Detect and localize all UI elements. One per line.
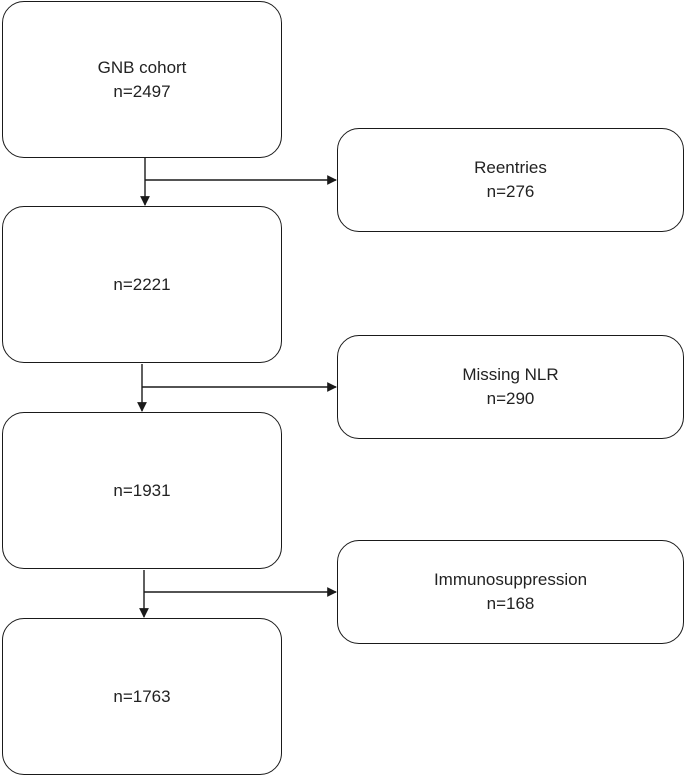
cohort-box-after-missing-nlr: n=1931 <box>2 412 282 569</box>
exclusion-box-label: Reentries <box>474 158 547 177</box>
exclusion-box-count: n=168 <box>486 594 535 613</box>
cohort-box-count: n=1931 <box>113 480 171 500</box>
exclusion-box-count: n=276 <box>486 182 535 201</box>
cohort-box-final: n=1763 <box>2 618 282 775</box>
cohort-box-after-reentries: n=2221 <box>2 206 282 363</box>
cohort-box-gnb: GNB cohort n=2497 <box>2 1 282 158</box>
exclusion-box-immunosuppression: Immunosuppression n=168 <box>337 540 684 644</box>
exclusion-box-count: n=290 <box>486 389 535 408</box>
cohort-box-count: n=2221 <box>113 274 171 294</box>
exclusion-box-label: Immunosuppression <box>433 570 588 589</box>
exclusion-box-reentries: Reentries n=276 <box>337 128 684 232</box>
exclusion-box-label: Missing NLR <box>462 365 559 384</box>
cohort-box-count: n=1763 <box>113 686 171 706</box>
cohort-box-label: GNB cohort <box>97 57 187 77</box>
exclusion-box-missing-nlr: Missing NLR n=290 <box>337 335 684 439</box>
cohort-box-count: n=2497 <box>113 81 171 101</box>
